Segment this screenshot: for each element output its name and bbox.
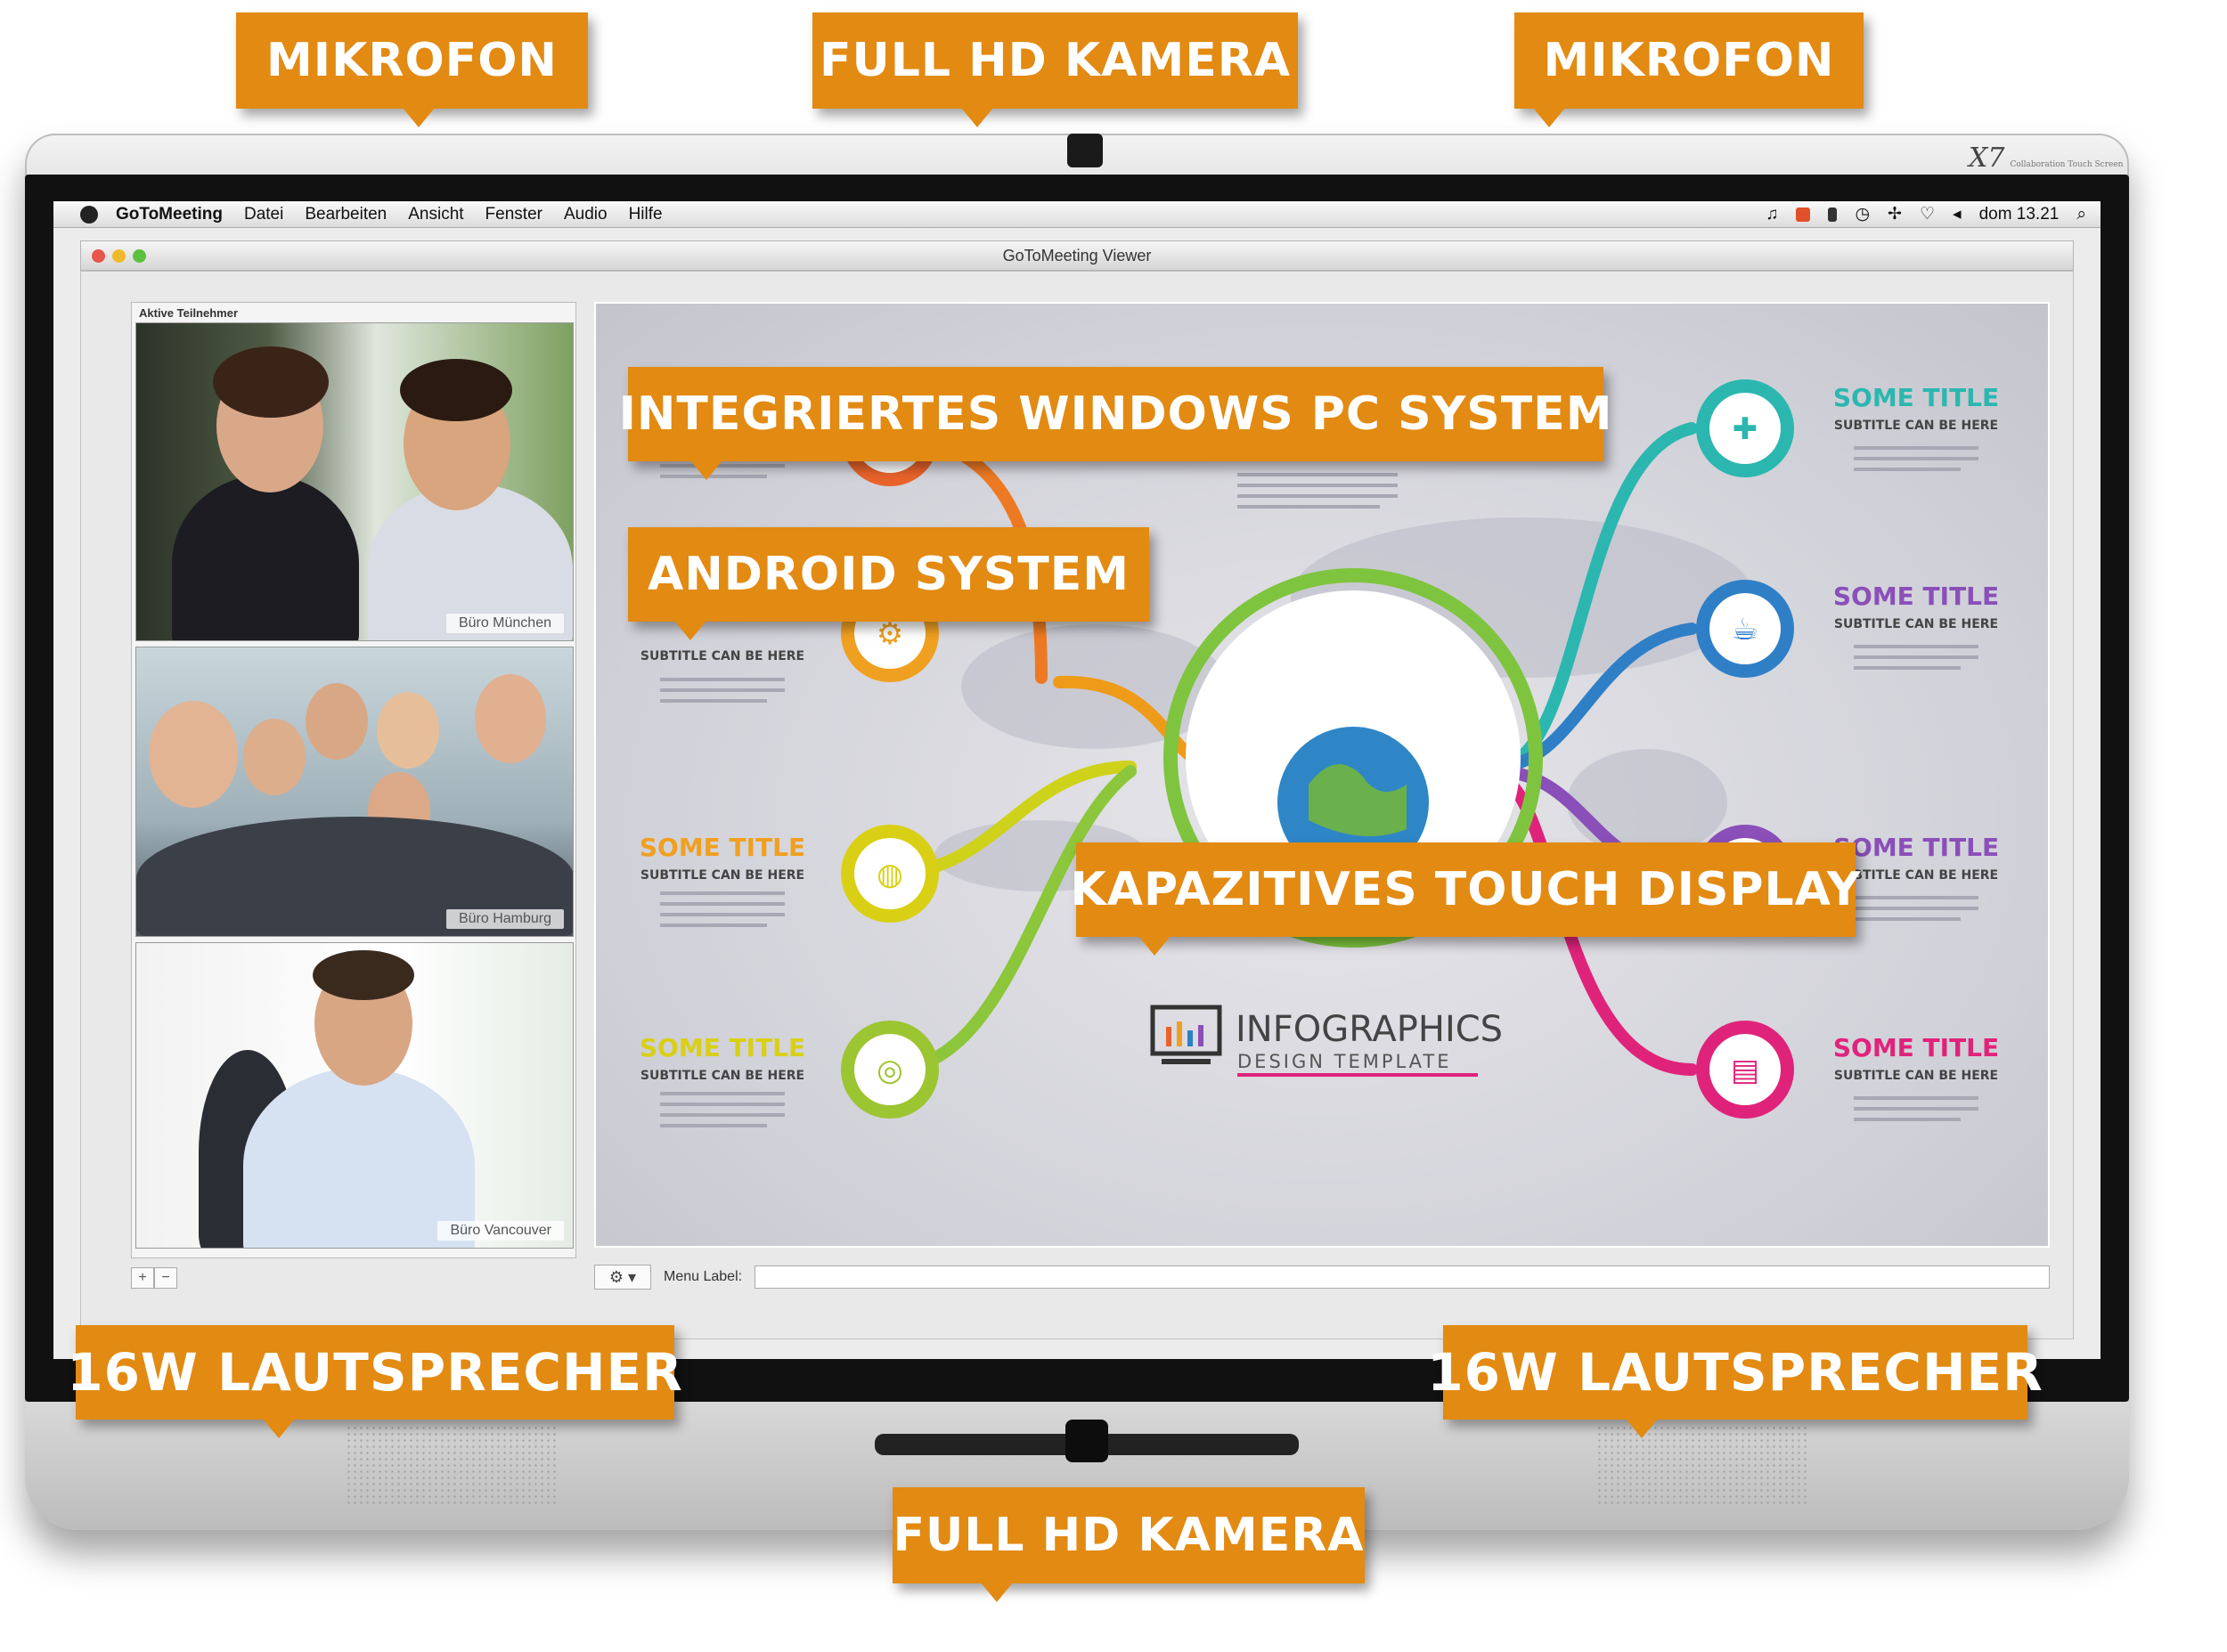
menu-app-name[interactable]: GoToMeeting (116, 204, 223, 224)
participant-face (475, 674, 546, 763)
target-icon: ◎ (877, 1053, 903, 1088)
participants-title: Aktive Teilnehmer (139, 306, 239, 320)
menu-bar: GoToMeeting Datei Bearbeiten Ansicht Fen… (53, 201, 2101, 228)
tile-label: Büro München (445, 614, 564, 633)
remove-participant-button[interactable]: − (154, 1267, 177, 1289)
tile-label: Büro Vancouver (437, 1221, 564, 1241)
callout-mic-right: MIKROFON (1514, 12, 1864, 127)
video-tile-vancouver[interactable]: Büro Vancouver (135, 942, 574, 1249)
menu-item-ansicht[interactable]: Ansicht (408, 204, 464, 224)
infographics-title: INFOGRAPHICS (1236, 1009, 1503, 1050)
tile-label: Büro Hamburg (445, 909, 564, 929)
video-tile-muenchen[interactable]: Büro München (135, 322, 574, 641)
add-participant-button[interactable]: + (131, 1267, 154, 1289)
menu-item-hilfe[interactable]: Hilfe (628, 204, 663, 224)
participant-figure (172, 475, 359, 640)
participant-face (149, 701, 238, 808)
item-subtitle: SUBTITLE CAN BE HERE (1834, 868, 1998, 883)
right-nodes (1696, 379, 1794, 1119)
music-icon[interactable]: ♫ (1766, 204, 1779, 224)
callout-speaker-left: 16W LAUTSPRECHER (67, 1325, 682, 1438)
item-title: SOME TITLE (1833, 582, 1999, 611)
item-subtitle: SUBTITLE CAN BE HERE (640, 868, 804, 883)
spotlight-icon[interactable]: ⌕ (2076, 204, 2086, 224)
callout-touch-display: KAPAZITIVES TOUCH DISPLAY (1070, 842, 1861, 956)
callout-android: ANDROID SYSTEM (628, 527, 1149, 640)
center-ring (1163, 568, 1543, 948)
wifi-icon[interactable]: ♡ (1919, 205, 1936, 224)
battery-icon[interactable] (1828, 207, 1838, 222)
close-icon[interactable] (92, 249, 105, 263)
callout-mic-left: MIKROFON (236, 12, 588, 127)
item-subtitle: SUBTITLE CAN BE HERE (1834, 617, 1998, 631)
menu-label-input[interactable] (755, 1265, 2050, 1289)
clock-icon[interactable]: ◷ (1855, 205, 1871, 224)
participants-panel: Aktive Teilnehmer Büro München Büro Hamb… (131, 302, 576, 1258)
callout-camera-top: FULL HD KAMERA (812, 12, 1298, 127)
infographics-subtitle: DESIGN TEMPLATE (1237, 1051, 1452, 1072)
status-area: ♫ ◷ ✢ ♡ ◂ dom 13.21 ⌕ (1766, 204, 2086, 224)
menubar-clock[interactable]: dom 13.21 (1978, 204, 2060, 224)
volume-icon[interactable]: ◂ (1953, 205, 1962, 224)
participants-buttons: + − (131, 1267, 177, 1289)
participant-hair (400, 359, 512, 421)
participant-face (377, 692, 439, 769)
infographics-logo: INFOGRAPHICS DESIGN TEMPLATE (1150, 1005, 1503, 1077)
participant-hair (313, 950, 414, 1000)
participant-face (243, 719, 306, 795)
top-camera (1067, 134, 1103, 167)
globe-icon: ◍ (877, 857, 903, 892)
window-title: GoToMeeting Viewer (1002, 246, 1152, 264)
item-subtitle: SUBTITLE CAN BE HERE (1834, 419, 1998, 433)
item-title: SOME TITLE (1833, 383, 1999, 412)
document-icon: ▤ (1731, 1053, 1759, 1088)
speaker-grille-left (346, 1425, 559, 1505)
bottom-camera (1065, 1420, 1108, 1462)
menu-label: Menu Label: (664, 1269, 743, 1284)
item-title: SOME TITLE (1833, 833, 1999, 862)
zoom-icon[interactable] (133, 249, 146, 263)
left-nodes (841, 388, 939, 1119)
cup-icon: ☕ (1732, 612, 1758, 647)
item-subtitle: SUBTITLE CAN BE HERE (1834, 1069, 1998, 1083)
menu-item-bearbeiten[interactable]: Bearbeiten (305, 204, 387, 224)
item-title: SOME TITLE (640, 1033, 805, 1062)
item-title: SOME TITLE (640, 833, 805, 862)
participant-face (306, 683, 368, 760)
minimize-icon[interactable] (112, 249, 126, 263)
menu-item-fenster[interactable]: Fenster (485, 204, 542, 224)
menu-item-audio[interactable]: Audio (563, 204, 608, 224)
speaker-grille-right (1596, 1425, 1810, 1505)
apple-icon[interactable] (80, 205, 98, 224)
item-subtitle: SUBTITLE CAN BE HERE (640, 649, 804, 663)
participant-hair (213, 346, 329, 418)
viewer-controls: ⚙ ▾ Menu Label: (594, 1264, 2050, 1290)
bluetooth-icon[interactable]: ✢ (1888, 205, 1902, 224)
gear-icon: ⚙ (877, 616, 903, 652)
callout-windows-pc: INTEGRIERTES WINDOWS PC SYSTEM (619, 367, 1611, 480)
settings-menu-button[interactable]: ⚙ ▾ (594, 1265, 651, 1290)
participant-figure (243, 1068, 475, 1248)
window-titlebar: GoToMeeting Viewer (80, 240, 2074, 271)
video-tile-hamburg[interactable]: Büro Hamburg (135, 647, 574, 937)
callout-camera-bottom: FULL HD KAMERA (893, 1487, 1365, 1602)
item-subtitle: SUBTITLE CAN BE HERE (640, 1069, 804, 1083)
puzzle-icon: ✚ (1733, 411, 1758, 447)
item-title: SOME TITLE (1833, 1033, 1999, 1062)
menu-item-datei[interactable]: Datei (243, 204, 284, 224)
callout-speaker-right: 16W LAUTSPRECHER (1427, 1325, 2043, 1438)
app-status-icon[interactable] (1796, 207, 1811, 222)
